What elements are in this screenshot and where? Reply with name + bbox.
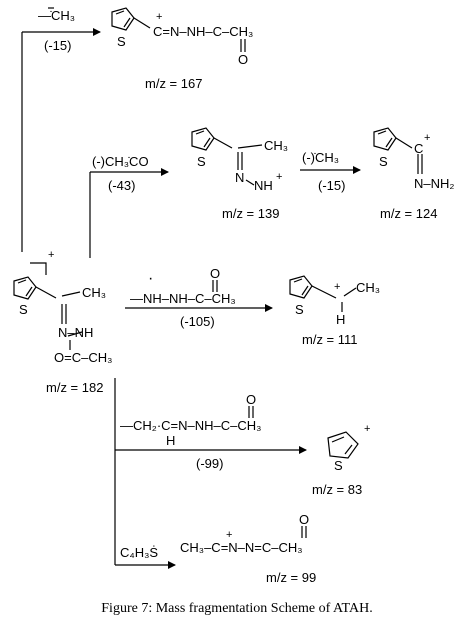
loss-2-radical: (-)CH₃̇CO xyxy=(92,154,149,169)
ring-167 xyxy=(111,7,151,31)
f124-mz: m/z = 124 xyxy=(380,206,437,221)
f111-s: S xyxy=(295,302,304,317)
f83-plus: + xyxy=(364,423,370,435)
parent-nn: N–NH xyxy=(58,325,93,340)
ring-111 xyxy=(289,275,357,312)
loss-5-h: H xyxy=(166,433,175,448)
f167-plus: + xyxy=(156,11,162,23)
ring-124 xyxy=(373,127,423,174)
f124-nh2: N–NH₂ xyxy=(414,176,454,191)
f124-s: S xyxy=(379,154,388,169)
f167-chain: C=N–NH–C–CH₃ xyxy=(153,24,253,39)
parent-ch3: CH₃ xyxy=(82,285,106,300)
f99-plus: + xyxy=(226,529,232,541)
f124-c: C xyxy=(414,141,423,156)
ring-139 xyxy=(191,127,263,186)
loss-3-value: (-15) xyxy=(318,178,345,193)
loss-2-value: (-43) xyxy=(108,178,135,193)
f83-mz: m/z = 83 xyxy=(312,482,362,497)
f124-plus: + xyxy=(424,132,430,144)
f99-o: O xyxy=(299,512,309,527)
f111-plus: + xyxy=(334,281,340,293)
parent-oc: O=C–CH₃ xyxy=(54,350,112,365)
f139-s: S xyxy=(197,154,206,169)
loss-3-radical: (-)̇CH₃ xyxy=(302,150,339,165)
loss-4-dot: · xyxy=(148,270,153,287)
f111-ch3: CH₃ xyxy=(356,280,380,295)
f139-nh: NH xyxy=(254,178,273,193)
f139-mz: m/z = 139 xyxy=(222,206,279,221)
f139-ch3: CH₃ xyxy=(264,138,288,153)
f111-mz: m/z = 111 xyxy=(302,332,358,347)
f111-h: H xyxy=(336,312,345,327)
parent-s: S xyxy=(19,302,28,317)
parent-bracket xyxy=(30,262,47,275)
loss-1-radical: —̇CH₃ xyxy=(38,8,75,23)
loss-6-radical: C₄H₃Ṡ xyxy=(120,545,158,560)
parent-plus: + xyxy=(48,249,54,261)
loss-4-o: O xyxy=(210,266,220,281)
loss-5-radical: —CH₂·C=N–NH–C–CH₃ xyxy=(120,418,261,433)
f83-s: S xyxy=(334,458,343,473)
f167-mz: m/z = 167 xyxy=(145,76,202,91)
f99-mz: m/z = 99 xyxy=(266,570,316,585)
loss-1-value: (-15) xyxy=(44,38,71,53)
ring-83 xyxy=(327,431,359,459)
f139-n: N xyxy=(235,170,244,185)
loss-5-o: O xyxy=(246,392,256,407)
loss-4-value: (-105) xyxy=(180,314,215,329)
f139-plus: + xyxy=(276,171,282,183)
loss-5-value: (-99) xyxy=(196,456,223,471)
figure-caption: Figure 7: Mass fragmentation Scheme of A… xyxy=(101,601,372,616)
loss-4-radical: —NH–NH–C–CH₃ xyxy=(130,291,236,306)
f167-s: S xyxy=(117,34,126,49)
parent-mz: m/z = 182 xyxy=(46,380,103,395)
f99-chain: CH₃–C=N–N=C–CH₃ xyxy=(180,540,303,555)
ring-parent xyxy=(13,276,83,350)
f167-o: O xyxy=(238,52,248,67)
